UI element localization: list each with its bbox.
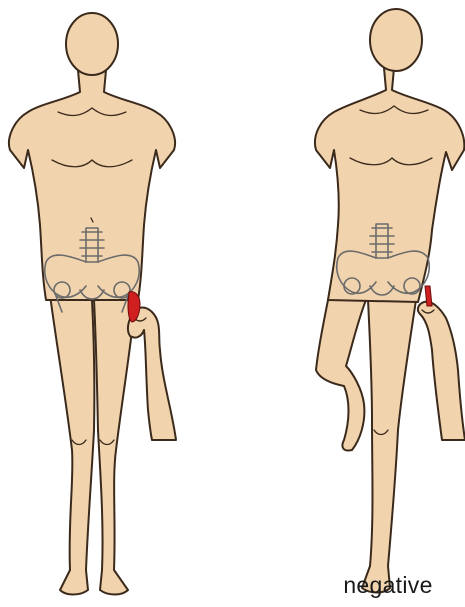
right-figure-standing-leg	[362, 300, 416, 593]
left-figure-torso	[9, 70, 175, 300]
right-examiner-arm	[418, 302, 465, 440]
left-examiner-arm	[128, 308, 176, 441]
left-figure	[9, 13, 176, 595]
left-figure-left-leg	[94, 295, 136, 595]
right-figure-head	[370, 9, 422, 71]
right-figure-raised-leg	[316, 290, 366, 451]
right-figure	[315, 9, 465, 593]
left-figure-head	[66, 13, 118, 75]
negative-caption: negative	[318, 572, 458, 599]
left-figure-right-leg	[50, 295, 94, 595]
